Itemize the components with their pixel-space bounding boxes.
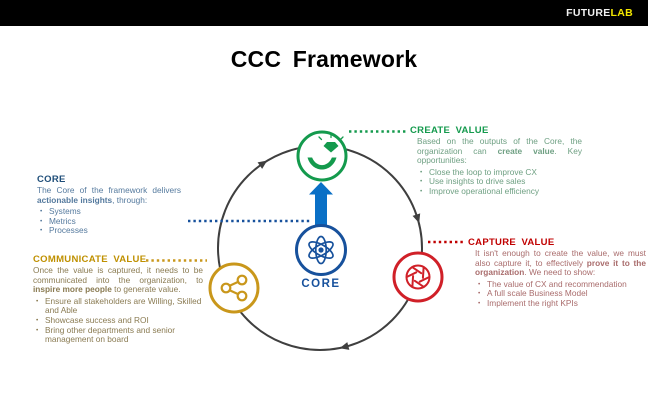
bullet-item: •Metrics xyxy=(37,216,181,227)
atom-icon xyxy=(308,235,334,265)
bullet-item: •Showcase success and ROI xyxy=(33,315,203,326)
share-icon xyxy=(220,274,248,302)
bullet-item: •A full scale Business Model xyxy=(475,289,646,299)
bullet-item: •The value of CX and recommendation xyxy=(475,279,646,290)
core-node: CORE xyxy=(295,224,347,290)
bullet-dot-icon: • xyxy=(478,290,481,298)
bullet-dot-icon: • xyxy=(40,227,43,235)
bullet-dot-icon: • xyxy=(478,299,481,307)
bullet-dot-icon: • xyxy=(36,297,39,305)
capture-value-body: It isn't enough to create the value, we … xyxy=(475,248,646,278)
core-node-label: CORE xyxy=(301,278,340,290)
hand-gem-icon xyxy=(307,133,344,170)
bullet-item: •Processes xyxy=(37,226,181,236)
core-body: The Core of the framework delivers actio… xyxy=(37,185,181,205)
bullet-item: •Ensure all stakeholders are Willing, Sk… xyxy=(33,296,203,316)
bullet-item: •Bring other departments and senior mana… xyxy=(33,325,203,345)
communicate-value-body: Once the value is captured, it needs to … xyxy=(33,265,203,295)
futurelab-logo: FUTURELAB xyxy=(566,0,633,26)
bullet-dot-icon: • xyxy=(420,187,423,195)
bullet-item: •Implement the right KPIs xyxy=(475,298,646,309)
communicate-node-circle xyxy=(208,262,260,314)
core-bullets: •Systems•Metrics•Processes xyxy=(37,207,181,236)
core-to-create-arrow xyxy=(309,182,333,227)
bullet-dot-icon: • xyxy=(40,217,43,225)
cycle-arrowheads xyxy=(257,160,421,350)
capture-value-section: CAPTURE VALUE It isn't enough to create … xyxy=(468,237,646,309)
bullet-dot-icon: • xyxy=(36,316,39,324)
cycle-arrowhead-icon xyxy=(412,213,421,224)
cycle-arrowhead-icon xyxy=(257,160,268,169)
communicate-node xyxy=(208,262,260,314)
brand-text-lab: LAB xyxy=(610,7,633,19)
communicate-value-bullets: •Ensure all stakeholders are Willing, Sk… xyxy=(33,296,203,345)
capture-value-heading: CAPTURE VALUE xyxy=(468,237,555,248)
bullet-dot-icon: • xyxy=(478,280,481,288)
bullet-item: •Improve operational efficiency xyxy=(417,186,582,197)
capture-value-bullets: •The value of CX and recommendation•A fu… xyxy=(475,279,646,309)
bullet-dot-icon: • xyxy=(420,178,423,186)
create-node xyxy=(296,130,348,182)
core-heading: CORE xyxy=(37,174,66,185)
create-value-section: CREATE VALUE Based on the outputs of the… xyxy=(410,125,582,197)
bullet-item: •Use insights to drive sales xyxy=(417,177,582,187)
create-value-body: Based on the outputs of the Core, the or… xyxy=(417,136,582,166)
aperture-icon xyxy=(405,264,431,290)
page-title: CCC Framework xyxy=(230,46,418,72)
bullet-dot-icon: • xyxy=(40,208,43,216)
capture-node xyxy=(392,251,444,303)
create-value-heading: CREATE VALUE xyxy=(410,125,489,136)
bullet-dot-icon: • xyxy=(420,168,423,176)
core-section: CORE The Core of the framework delivers … xyxy=(37,174,181,236)
communicate-value-section: COMMUNICATE VALUE Once the value is capt… xyxy=(33,254,203,345)
brand-text-future: FUTURE xyxy=(566,7,611,19)
cycle-arrowhead-icon xyxy=(339,342,350,350)
header-bar: FUTURELAB xyxy=(0,0,648,26)
bullet-item: •Systems xyxy=(37,207,181,217)
communicate-value-heading: COMMUNICATE VALUE xyxy=(33,254,147,265)
create-value-bullets: •Close the loop to improve CX•Use insigh… xyxy=(417,167,582,197)
bullet-dot-icon: • xyxy=(36,326,39,334)
capture-node-circle xyxy=(392,251,444,303)
bullet-item: •Close the loop to improve CX xyxy=(417,167,582,178)
